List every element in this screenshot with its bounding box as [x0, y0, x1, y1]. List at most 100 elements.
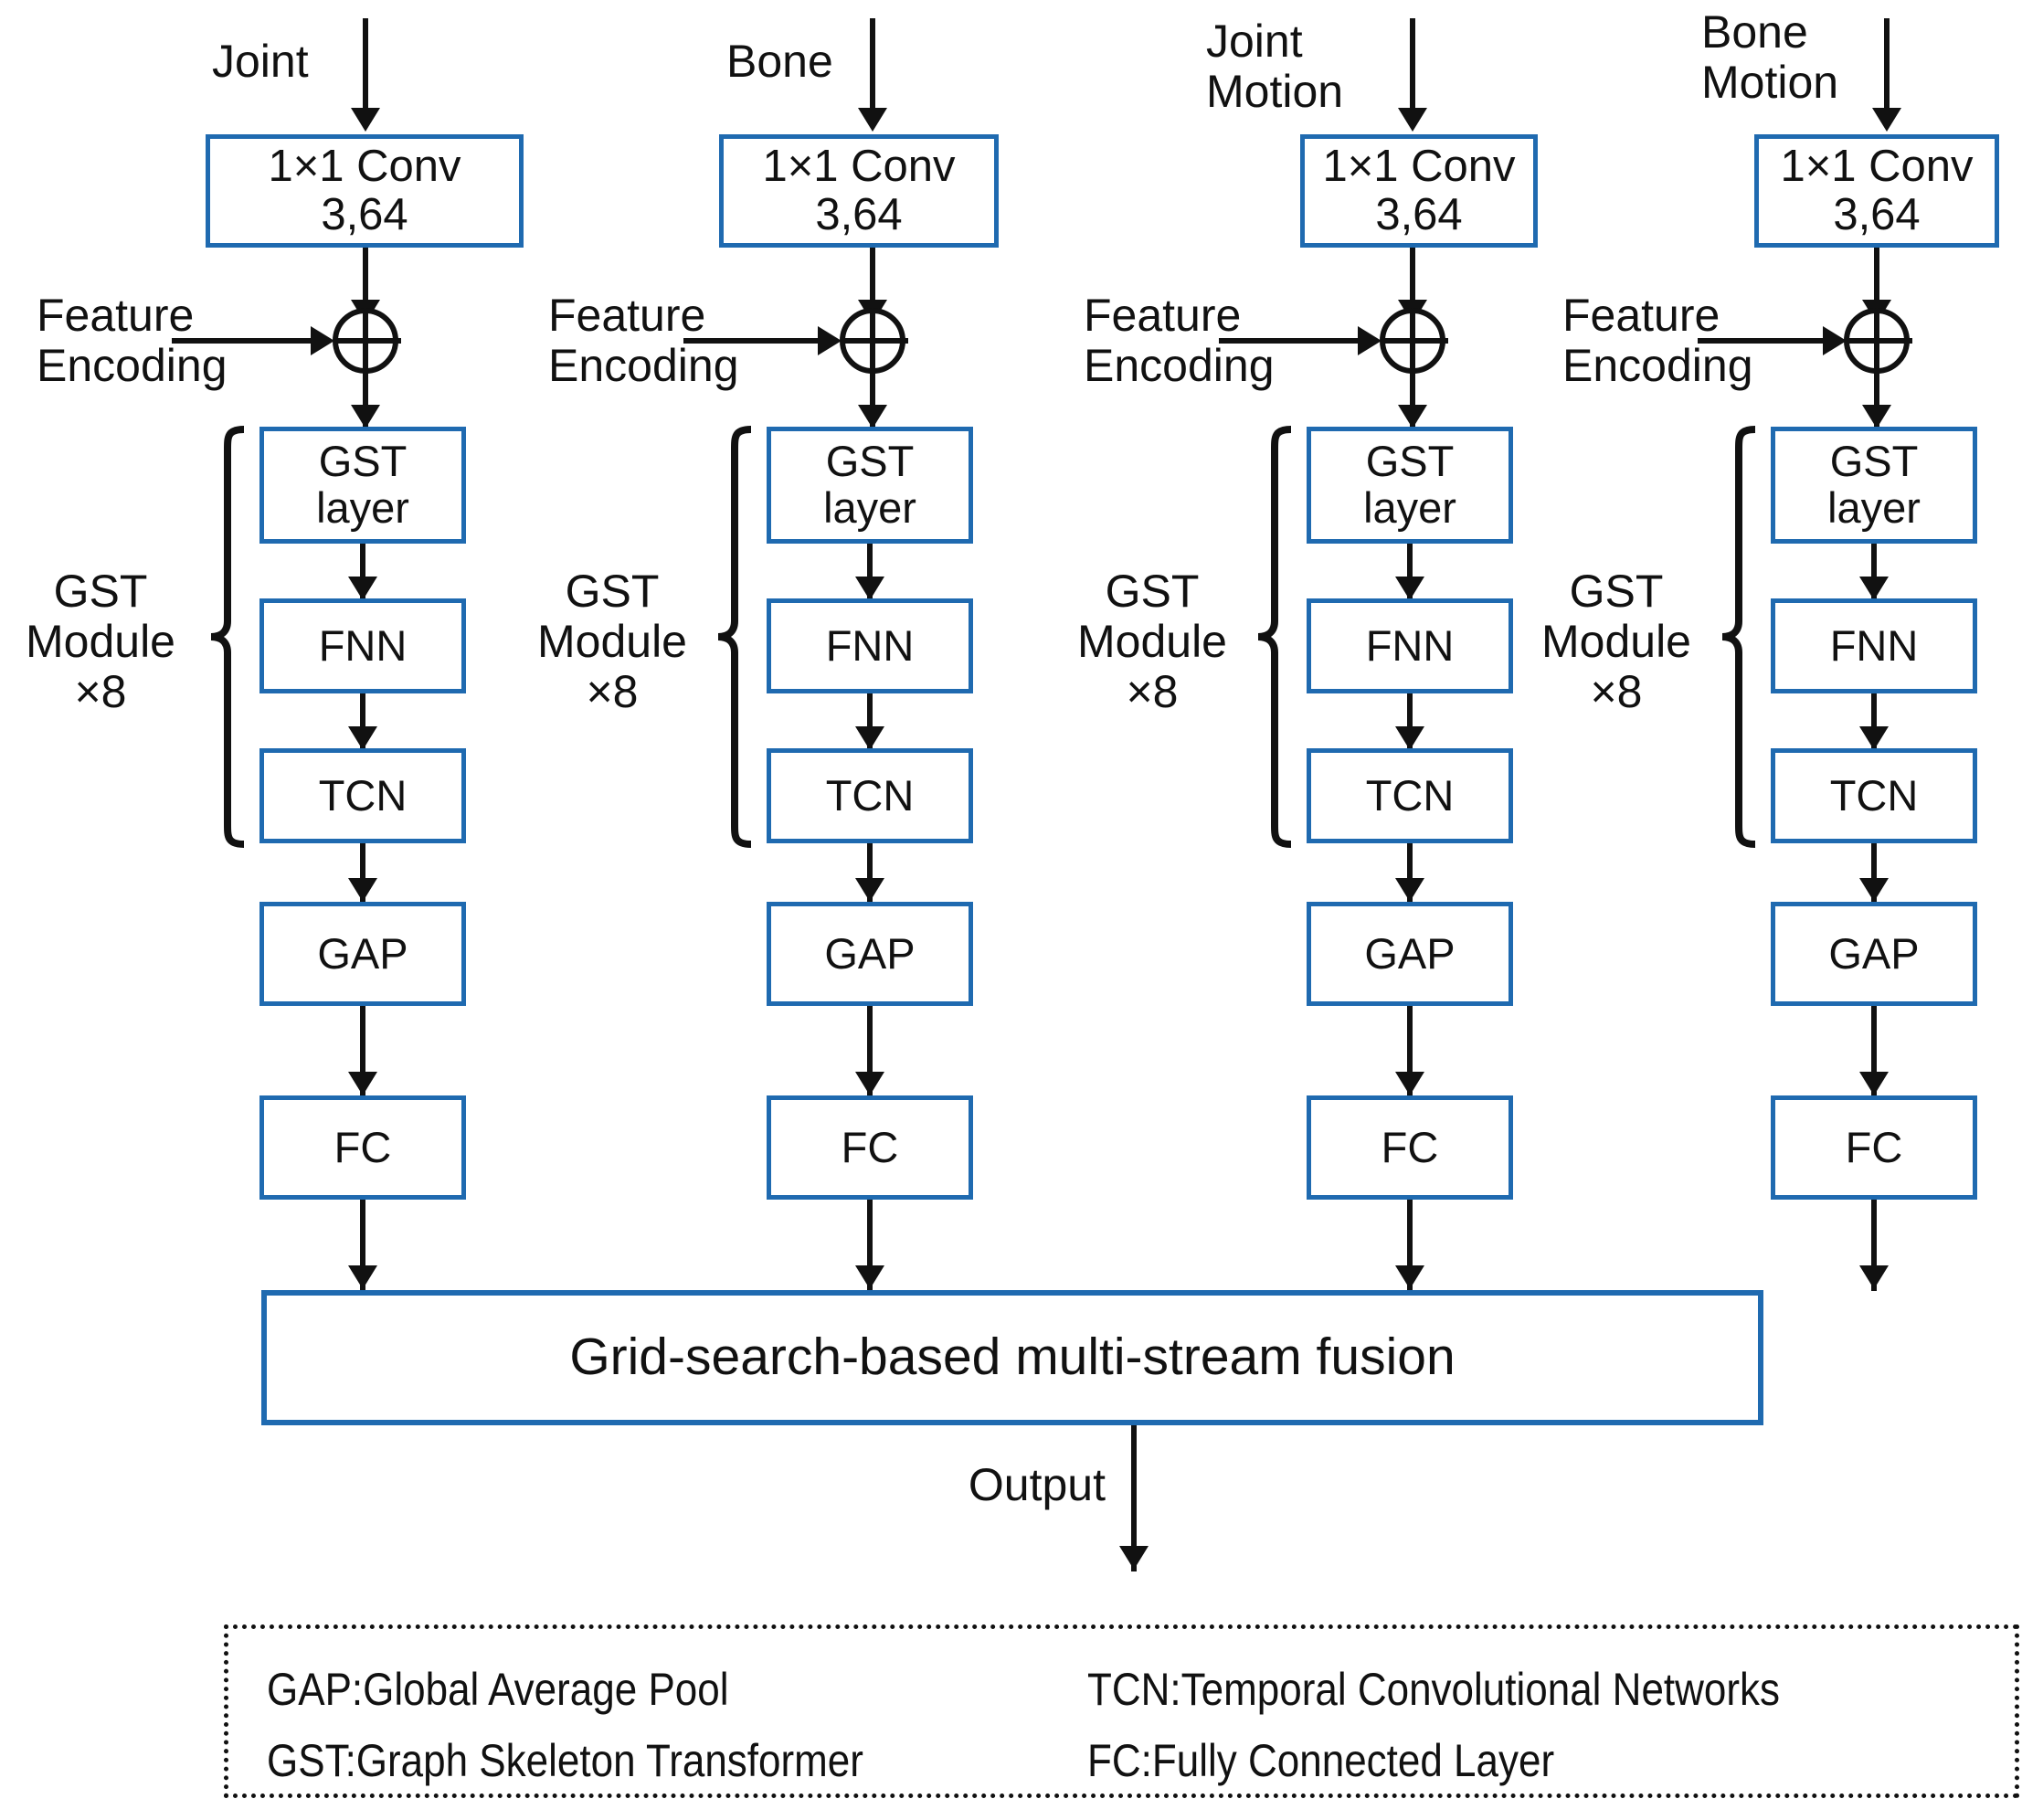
legend-item-gst: GST:Graph Skeleton Transformer [267, 1734, 863, 1786]
stream-4-conv-box[interactable]: 1×1 Conv 3,64 [1754, 134, 1999, 248]
legend-item-tcn: TCN:Temporal Convolutional Networks [1087, 1664, 1781, 1715]
stream-2-fnn-to-tcn-line [867, 693, 873, 750]
stream-4-fc-box[interactable]: FC [1771, 1095, 1977, 1200]
fusion-to-output-line [1131, 1425, 1137, 1571]
stream-1-fc-to-fusion-line [360, 1200, 365, 1291]
stream-1-merge-plus-icon [333, 308, 401, 376]
stream-2-fc-to-fusion-arrowhead [855, 1265, 884, 1289]
stream-1-gst-to-fnn-arrowhead [348, 577, 377, 600]
stream-2-tcn-to-gap-arrowhead [855, 878, 884, 902]
stream-4-gap-box[interactable]: GAP [1771, 902, 1977, 1006]
stream-2-fc-to-fusion-line [867, 1200, 873, 1291]
stream-2-feature-encoding-arrowhead [818, 326, 842, 355]
stream-1-input-line [363, 18, 368, 114]
stream-4-merge-to-gst-line [1874, 374, 1879, 429]
legend-right-column: TCN:Temporal Convolutional Networks FC:F… [1087, 1655, 1780, 1796]
stream-2-feature-encoding-line [683, 338, 825, 344]
fusion-box[interactable]: Grid-search-based multi-stream fusion [261, 1290, 1763, 1425]
stream-1-tcn-box[interactable]: TCN [259, 748, 466, 843]
stream-3-fc-to-fusion-arrowhead [1395, 1265, 1424, 1289]
stream-4-gap-to-fc-line [1871, 1006, 1877, 1097]
stream-4-tcn-box[interactable]: TCN [1771, 748, 1977, 843]
stream-2-conv-to-merge-line [870, 248, 875, 313]
stream-2-gst-to-fnn-line [867, 544, 873, 600]
stream-1-gst-to-fnn-line [360, 544, 365, 600]
stream-3-fc-label: FC [1381, 1122, 1439, 1171]
stream-4-gap-to-fc-arrowhead [1859, 1072, 1889, 1095]
stream-4-gst-to-fnn-line [1871, 544, 1877, 600]
stream-2-gap-to-fc-line [867, 1006, 873, 1097]
fusion-label: Grid-search-based multi-stream fusion [569, 1328, 1456, 1387]
stream-3-tcn-to-gap-line [1407, 843, 1413, 904]
stream-3-tcn-to-gap-arrowhead [1395, 878, 1424, 902]
stream-1-fnn-label: FNN [318, 620, 408, 670]
stream-4-gst-layer-box[interactable]: GST layer [1771, 427, 1977, 544]
stream-1-merge-to-gst-line [363, 374, 368, 429]
stream-1-gst-line2: layer [316, 483, 409, 532]
stream-4-fnn-label: FNN [1829, 620, 1919, 670]
legend-item-gap: GAP:Global Average Pool [267, 1664, 729, 1715]
stream-3-gap-to-fc-line [1407, 1006, 1413, 1097]
stream-4-gap-label: GAP [1828, 928, 1920, 978]
stream-3-gap-box[interactable]: GAP [1307, 902, 1513, 1006]
stream-2-gst-line1: GST [825, 437, 915, 486]
legend-box: GAP:Global Average Pool GST:Graph Skelet… [224, 1624, 2019, 1798]
stream-1-gap-box[interactable]: GAP [259, 902, 466, 1006]
stream-4-fnn-box[interactable]: FNN [1771, 598, 1977, 693]
stream-2-merge-to-gst-arrowhead [858, 405, 887, 429]
stream-2-fc-box[interactable]: FC [767, 1095, 973, 1200]
stream-2-merge-plus-icon [840, 308, 908, 376]
stream-3-fnn-to-tcn-arrowhead [1395, 726, 1424, 750]
stream-3-conv-box[interactable]: 1×1 Conv 3,64 [1300, 134, 1538, 248]
stream-1-conv-to-merge-line [363, 248, 368, 313]
stream-4-gst-line1: GST [1829, 437, 1919, 486]
stream-3-gap-label: GAP [1364, 928, 1456, 978]
stream-3-input-arrowhead [1398, 108, 1427, 132]
stream-2-tcn-label: TCN [825, 770, 915, 820]
stream-4-fnn-to-tcn-arrowhead [1859, 726, 1889, 750]
stream-4-merge-to-gst-arrowhead [1862, 405, 1891, 429]
stream-3-gst-layer-box[interactable]: GST layer [1307, 427, 1513, 544]
stream-2-gap-label: GAP [824, 928, 916, 978]
stream-2-input-line [870, 18, 875, 114]
stream-2-tcn-box[interactable]: TCN [767, 748, 973, 843]
stream-1-fnn-to-tcn-arrowhead [348, 726, 377, 750]
stream-3-gst-line1: GST [1365, 437, 1455, 486]
stream-2-conv-box[interactable]: 1×1 Conv 3,64 [719, 134, 999, 248]
stream-3-fnn-label: FNN [1365, 620, 1455, 670]
stream-3-fnn-box[interactable]: FNN [1307, 598, 1513, 693]
stream-2-gst-layer-box[interactable]: GST layer [767, 427, 973, 544]
stream-1-fc-label: FC [333, 1122, 392, 1171]
stream-3-tcn-box[interactable]: TCN [1307, 748, 1513, 843]
stream-1-conv-box[interactable]: 1×1 Conv 3,64 [206, 134, 524, 248]
stream-3-feature-encoding-arrowhead [1358, 326, 1382, 355]
stream-2-gst-line2: layer [823, 483, 916, 532]
stream-1-fnn-box[interactable]: FNN [259, 598, 466, 693]
stream-1-fc-box[interactable]: FC [259, 1095, 466, 1200]
stream-1-conv-line1: 1×1 Conv [268, 142, 461, 192]
legend-left-column: GAP:Global Average Pool GST:Graph Skelet… [267, 1655, 863, 1796]
stream-4-tcn-to-gap-line [1871, 843, 1877, 904]
stream-1-merge-to-gst-arrowhead [351, 405, 380, 429]
stream-2-gst-to-fnn-arrowhead [855, 577, 884, 600]
stream-3-feature-encoding-line [1219, 338, 1365, 344]
stream-2-gap-to-fc-arrowhead [855, 1072, 884, 1095]
stream-1-conv-line2: 3,64 [321, 190, 408, 239]
stream-1-gst-layer-box[interactable]: GST layer [259, 427, 466, 544]
stream-3-fc-box[interactable]: FC [1307, 1095, 1513, 1200]
stream-4-conv-to-merge-line [1874, 248, 1879, 313]
stream-1-input-arrowhead [351, 108, 380, 132]
stream-1-fnn-to-tcn-line [360, 693, 365, 750]
stream-2-fnn-box[interactable]: FNN [767, 598, 973, 693]
stream-1-input-label: Joint [212, 36, 309, 87]
stream-4-gst-to-fnn-arrowhead [1859, 577, 1889, 600]
stream-3-merge-plus-icon [1380, 308, 1448, 376]
stream-4-tcn-to-gap-arrowhead [1859, 878, 1889, 902]
stream-2-gap-box[interactable]: GAP [767, 902, 973, 1006]
stream-2-input-label: Bone [726, 36, 833, 87]
